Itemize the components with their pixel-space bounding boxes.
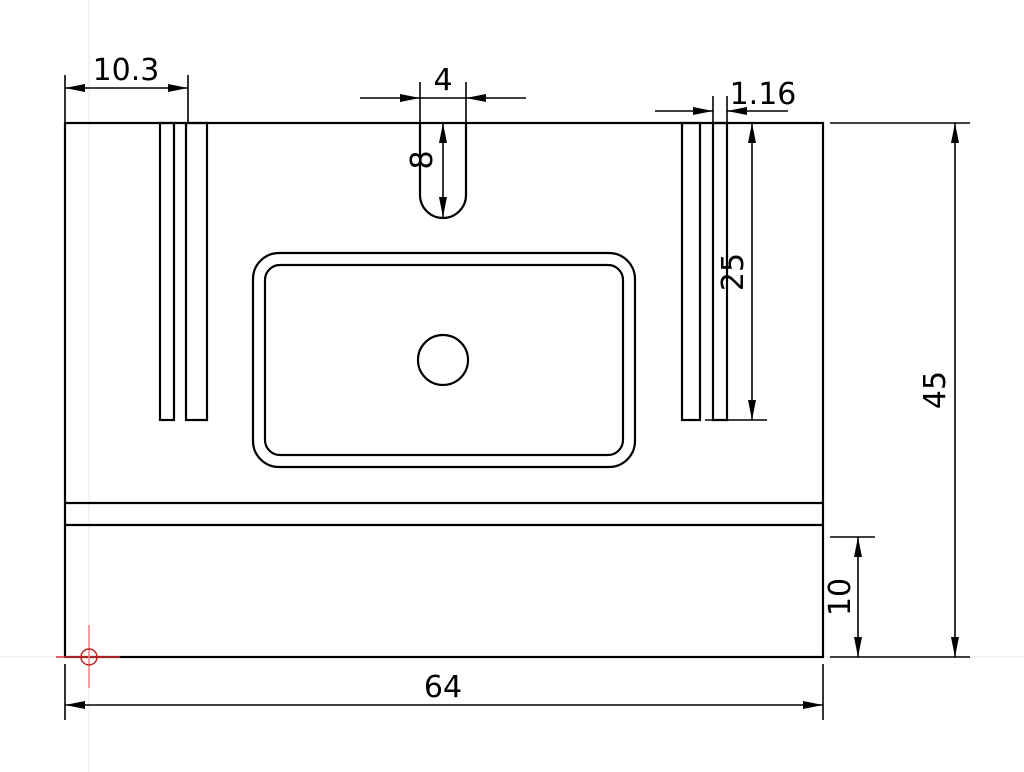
dimension-text: 64 bbox=[424, 670, 462, 705]
dimension-text: 10.3 bbox=[93, 53, 160, 88]
dimension-base-height[interactable]: 10 bbox=[823, 536, 875, 657]
dimension-text: 25 bbox=[716, 253, 751, 291]
dimension-slot-offset[interactable]: 10.3 bbox=[64, 53, 189, 123]
right-slot-1[interactable] bbox=[680, 121, 702, 422]
part-body[interactable] bbox=[63, 121, 825, 659]
pocket-outer[interactable] bbox=[251, 251, 637, 469]
pocket-inner[interactable] bbox=[263, 263, 625, 457]
outer-outline[interactable] bbox=[63, 121, 825, 659]
dimension-text: 45 bbox=[918, 371, 953, 409]
dimension-text: 4 bbox=[433, 63, 452, 98]
center-hole[interactable] bbox=[416, 333, 470, 387]
dimension-text: 1.16 bbox=[730, 77, 797, 112]
left-slot-2[interactable] bbox=[184, 121, 209, 422]
dimension-text: 10 bbox=[823, 578, 858, 616]
dimension-slot-length[interactable]: 25 bbox=[705, 123, 767, 421]
dimension-text: 8 bbox=[405, 150, 440, 169]
dimension-overall-width[interactable]: 64 bbox=[64, 664, 824, 720]
center-slot[interactable] bbox=[418, 123, 468, 220]
left-slot-1[interactable] bbox=[158, 121, 176, 422]
origin-marker-icon bbox=[56, 625, 120, 688]
dimension-overall-height[interactable]: 45 bbox=[830, 122, 970, 658]
dimension-slot-gap[interactable]: 1.16 bbox=[655, 77, 796, 123]
dimension-center-slot-width[interactable]: 4 bbox=[360, 63, 526, 123]
dimension-center-slot-depth[interactable]: 8 bbox=[405, 123, 447, 217]
